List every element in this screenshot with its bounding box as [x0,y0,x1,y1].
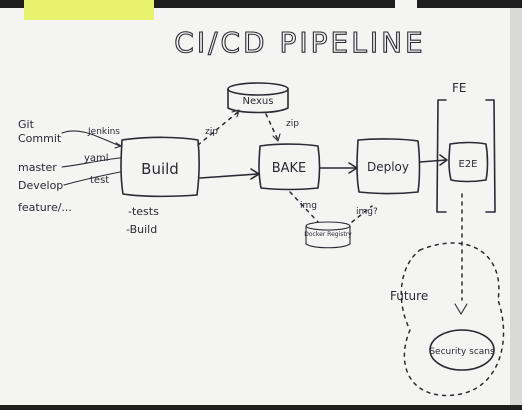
build-label: Build [141,160,179,178]
edge-label-img: img [300,201,317,211]
fe-bracket-left [436,99,447,213]
arrow-build-to-bake [199,173,259,179]
e2e-label: E2E [459,159,478,170]
sticky-note [24,0,154,20]
source-develop: Develop [18,179,63,192]
arrow-commit-to-build [61,130,121,147]
nexus-cylinder [227,88,289,114]
arrow-build-to-nexus [197,111,239,146]
fe-label: FE [452,81,466,95]
edge-label-test: test [90,175,109,186]
fe-bracket-right [485,99,496,213]
diagram-title: CI/CD PIPELINE [174,26,425,59]
deploy-box [356,138,421,195]
nexus-label: Nexus [243,96,274,107]
arrowhead-bake-top [272,133,281,142]
whiteboard-edge [510,8,522,405]
edge-label-zip-out: zip [205,127,218,137]
arrow-bake-to-registry [289,191,319,223]
source-master: master [18,161,57,174]
registry-label: Docker Registry [304,231,352,238]
deploy-label: Deploy [367,160,409,174]
edge-label-img-q: img? [356,207,378,217]
registry-cylinder [305,225,351,249]
board-corner [395,0,417,8]
future-label: Future [390,289,428,303]
edge-label-jenkins: Jenkins [87,127,120,137]
e2e-box [448,141,489,183]
security-scans-node [429,329,495,371]
arrowhead-future [454,303,468,315]
whiteboard [0,8,522,405]
edge-label-yaml: yaml [84,153,109,164]
edge-label-zip-in: zip [286,119,299,129]
bake-box [258,143,321,191]
future-region [400,242,505,397]
arrow-develop-to-build [63,171,121,186]
build-box [120,136,200,198]
arrow-master-to-build [61,157,121,168]
security-scans-label: Security scans [429,347,495,357]
build-step-build: -Build [126,223,157,236]
arrow-deploy-to-e2e [419,159,447,163]
arrow-nexus-to-bake [265,113,279,141]
bake-label: BAKE [272,161,307,176]
source-feature: feature/... [18,201,72,214]
arrowhead-nexus [231,109,240,118]
source-commit: Commit [18,132,62,145]
source-git: Git [18,118,35,131]
build-step-tests: -tests [128,205,159,218]
arrowhead-deploy-e2e [439,154,448,166]
